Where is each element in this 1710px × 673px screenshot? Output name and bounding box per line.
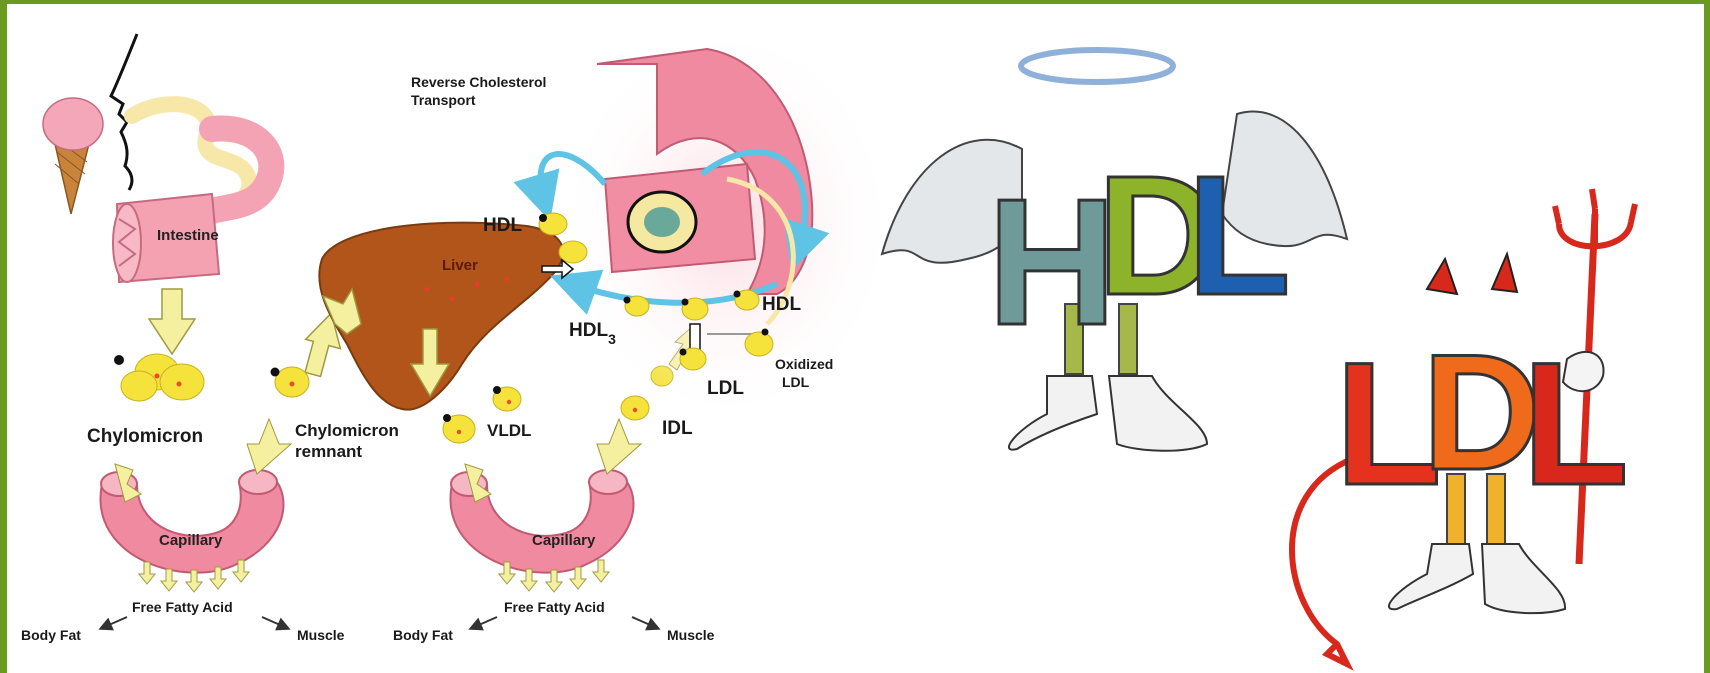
intestine-label: Intestine bbox=[157, 227, 219, 244]
chylomicron-remnant-label-2: remnant bbox=[295, 442, 362, 461]
liver-label: Liver bbox=[442, 257, 478, 274]
oxidized-ldl-label-2: LDL bbox=[782, 374, 810, 390]
left-capillary-arrow-out bbox=[247, 419, 291, 474]
intestine-down-arrow bbox=[149, 289, 195, 354]
idl-label: IDL bbox=[662, 418, 693, 439]
muscle-left-label: Muscle bbox=[297, 627, 345, 643]
chylomicron-remnant-particle bbox=[271, 367, 310, 397]
ldl-sneakers bbox=[1389, 544, 1565, 613]
devil-horns-icon bbox=[1427, 254, 1517, 294]
chylomicron-particle bbox=[114, 354, 204, 401]
right-capillary-arrow-out bbox=[597, 419, 641, 474]
lipoprotein-diagram: Intestine Chylomicron Capillary Free Fat… bbox=[7, 4, 1710, 673]
hdl-letter-l: L bbox=[1187, 141, 1291, 331]
artery-lumen bbox=[644, 207, 680, 237]
ldl-hdl-exchange-icon bbox=[690, 324, 700, 350]
ffa-left-label: Free Fatty Acid bbox=[132, 599, 233, 615]
ice-cream-icon bbox=[43, 98, 103, 214]
ldl-letter-l2: L bbox=[1522, 327, 1629, 522]
reverse-transport-label-2: Transport bbox=[411, 92, 476, 108]
body-fat-left-label: Body Fat bbox=[21, 627, 81, 643]
ffa-left-arrow-muscle bbox=[262, 617, 287, 628]
hdl-right-label: HDL bbox=[762, 294, 801, 315]
ffa-right-label: Free Fatty Acid bbox=[504, 599, 605, 615]
capillary-right-label: Capillary bbox=[532, 532, 596, 549]
hdl-sneakers bbox=[1009, 376, 1207, 451]
hdl-top-label: HDL bbox=[483, 215, 522, 236]
ffa-right-arrow-muscle bbox=[632, 617, 657, 628]
muscle-right-label: Muscle bbox=[667, 627, 715, 643]
halo-icon bbox=[1021, 50, 1173, 82]
hdl3-subscript: 3 bbox=[608, 331, 616, 347]
ffa-right-arrow-fat bbox=[472, 617, 497, 628]
vldl-label: VLDL bbox=[487, 421, 531, 440]
reverse-transport-label-1: Reverse Cholesterol bbox=[411, 74, 546, 90]
capillary-left-label: Capillary bbox=[159, 532, 223, 549]
oxidized-ldl-label-1: Oxidized bbox=[775, 356, 833, 372]
chylomicron-label: Chylomicron bbox=[87, 426, 203, 447]
body-fat-right-label: Body Fat bbox=[393, 627, 453, 643]
chylomicron-remnant-label-1: Chylomicron bbox=[295, 421, 399, 440]
ldl-label: LDL bbox=[707, 378, 744, 399]
ffa-left-arrow-fat bbox=[102, 617, 127, 628]
